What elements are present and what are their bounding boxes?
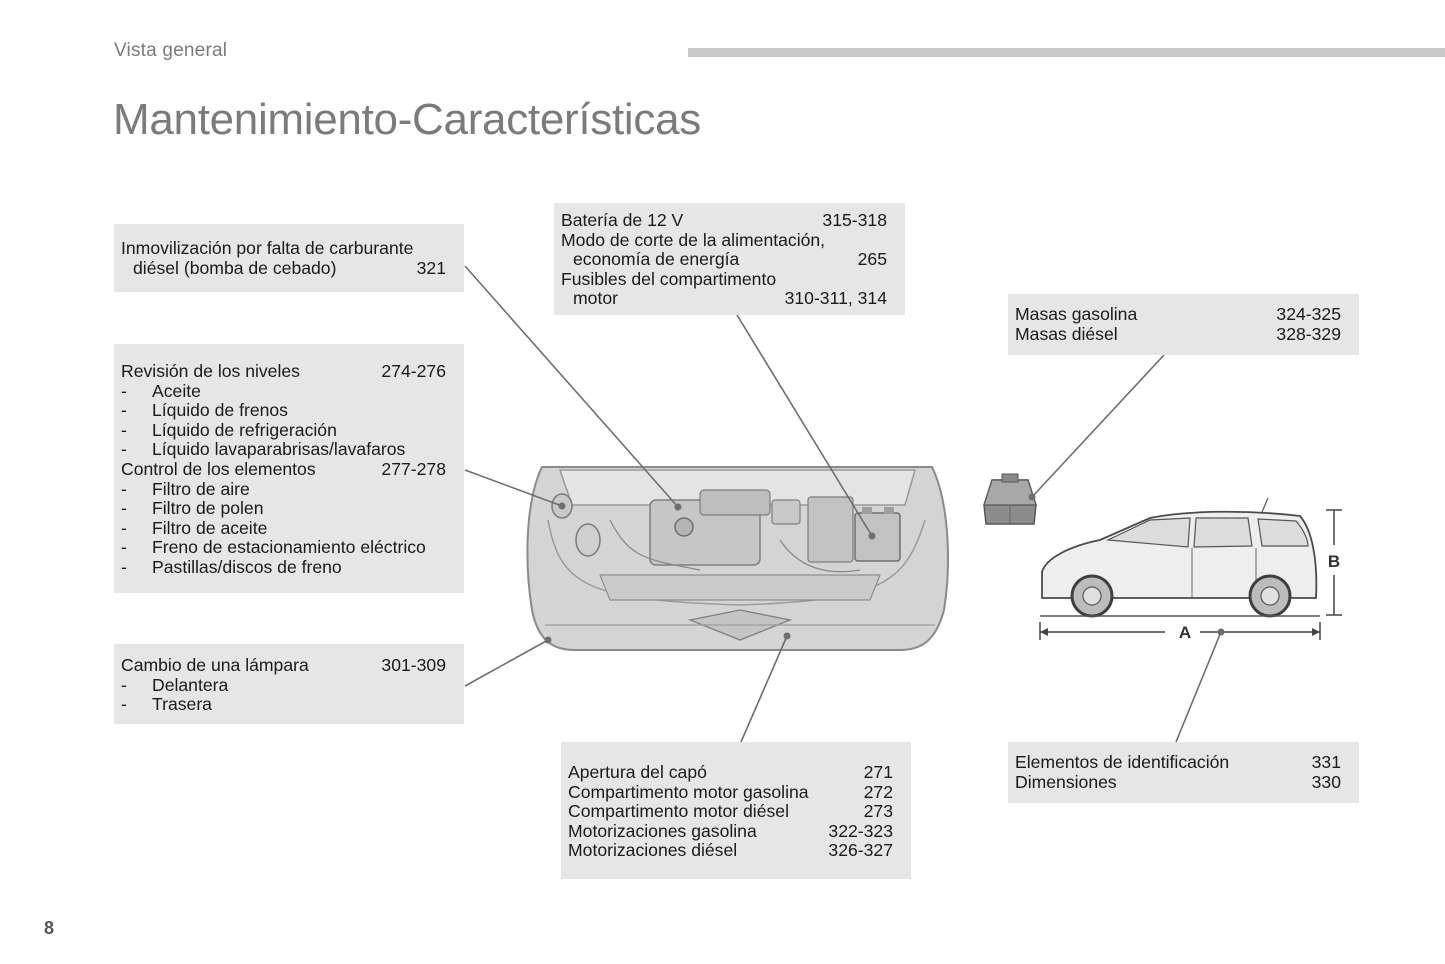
box-masas: Masas gasolina 324-325 Masas diésel 328-… [1008,294,1359,355]
leader-line-inmovilizacion [464,265,679,508]
leader-line-bateria [736,314,873,537]
economia-energia-page: 265 [857,249,887,270]
leader-line-apertura [740,635,788,743]
box-inmovilizacion: Inmovilización por falta de carburante d… [114,224,464,292]
leader-line-masas [1031,354,1165,498]
list-item: -Filtro de aceite [121,517,268,538]
revision-niveles-page: 274-276 [381,361,446,381]
inmovilizacion-title: Inmovilización por falta de carburante [121,238,414,258]
masas-gasolina-page: 324-325 [1276,304,1341,324]
list-item: -Trasera [121,694,212,715]
section-bar [688,48,1445,57]
list-item: -Aceite [121,380,201,401]
fusibles-page: 310-311, 314 [784,288,887,309]
list-item: Compartimento motor gasolina 272 [568,781,893,802]
box-apertura: Apertura del capó 271 Compartimento moto… [561,742,911,879]
list-item: Compartimento motor diésel 273 [568,801,893,822]
dimension-b-label: B [1328,552,1340,571]
list-item: -Líquido lavaparabrisas/lavafaros [121,439,406,460]
list-item: -Delantera [121,674,229,695]
box-bateria: Batería de 12 V 315-318 Modo de corte de… [554,203,905,315]
dimensiones-label: Dimensiones [1015,771,1117,792]
list-item: Motorizaciones gasolina 322-323 [568,820,893,841]
control-elementos-page: 277-278 [381,458,446,479]
section-label: Vista general [114,40,228,61]
list-item: -Filtro de aire [121,478,250,499]
bateria-page: 315-318 [822,210,887,230]
page-number: 8 [44,918,55,938]
inmovilizacion-subtitle: diésel (bomba de cebado) [133,257,337,278]
masas-diesel-label: Masas diésel [1015,323,1118,344]
leader-line-lampara [464,639,549,687]
lampara-page: 301-309 [381,655,446,675]
engine-bay-illustration [526,466,949,651]
lampara-label: Cambio de una lámpara [121,655,309,675]
box-identificacion: Elementos de identificación 331 Dimensio… [1008,742,1359,803]
trailer-weight-illustration [983,473,1037,525]
box-lampara: Cambio de una lámpara 301-309 -Delantera… [114,644,464,724]
list-item: -Freno de estacionamiento eléctrico [121,537,426,558]
fusibles-motor-label: motor [573,288,618,309]
box-revision: Revisión de los niveles 274-276 -Aceite … [114,344,464,593]
list-item: -Pastillas/discos de freno [121,556,342,577]
modo-corte-label: Modo de corte de la alimentación, [561,229,826,250]
fusibles-label: Fusibles del compartimento [561,268,777,289]
revision-niveles-label: Revisión de los niveles [121,361,300,381]
control-elementos-label: Control de los elementos [121,458,316,479]
inmovilizacion-page: 321 [416,257,446,278]
page-title: Mantenimiento-Características [113,95,701,144]
car-side-view-illustration [1039,497,1342,640]
list-item: Motorizaciones diésel 326-327 [568,840,893,861]
leader-lines [464,265,1225,743]
identificacion-label: Elementos de identificación [1015,752,1230,772]
list-item: Apertura del capó 271 [568,762,893,782]
identificacion-page: 331 [1311,752,1341,772]
masas-diesel-page: 328-329 [1276,323,1341,344]
dimension-a-label: A [1179,623,1191,642]
leader-line-identificacion [1175,631,1222,743]
economia-energia-label: economía de energía [573,249,740,270]
list-item: -Líquido de refrigeración [121,419,337,440]
masas-gasolina-label: Masas gasolina [1015,304,1138,324]
dimensiones-page: 330 [1311,771,1341,792]
list-item: -Líquido de frenos [121,400,288,421]
leader-line-revision [464,469,563,507]
list-item: -Filtro de polen [121,498,264,519]
bateria-label: Batería de 12 V [561,210,684,230]
